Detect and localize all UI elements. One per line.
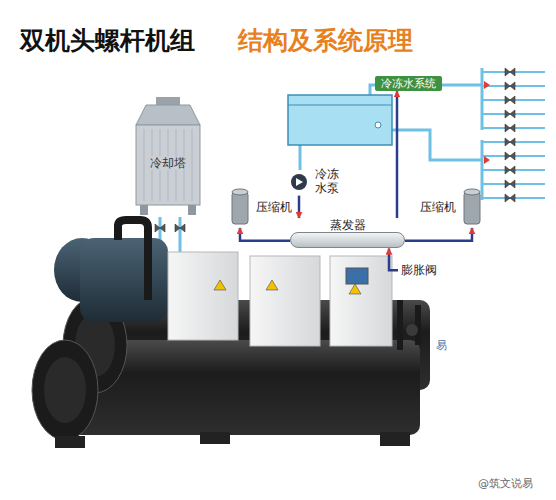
- node-label: 压缩机: [254, 200, 294, 214]
- pump-symbol: 冷冻 水泵: [290, 168, 341, 196]
- evaporator-box: 蒸发器: [290, 218, 405, 248]
- water-tank: [288, 95, 392, 145]
- watermark-fragment: 易: [436, 338, 447, 353]
- end-cap-inner: [44, 357, 86, 423]
- control-cabinets: [168, 252, 392, 346]
- support-leg: [200, 432, 230, 444]
- cylinder-top: [232, 189, 248, 195]
- fan-stack: [156, 97, 180, 105]
- subtitle: 结构及系统原理: [238, 24, 413, 57]
- touch-screen: [346, 268, 368, 284]
- screw-compressor: [80, 238, 168, 322]
- compressor-symbol: 压缩机: [230, 186, 294, 228]
- refrigerant-line: [389, 248, 398, 270]
- pump-triangle: [296, 178, 303, 186]
- cabinet: [250, 256, 320, 346]
- gauge: [375, 122, 381, 128]
- diagram-title: 双机头螺杆机组: [20, 24, 195, 57]
- evaporator-tube: [290, 232, 405, 248]
- flow-arrow: [484, 81, 490, 164]
- refrigerant-line: [405, 228, 472, 241]
- cooling-tower: 冷却塔: [132, 95, 204, 217]
- cabinet: [168, 252, 238, 340]
- cylinder-body: [464, 192, 480, 224]
- watermark: @筑文说易: [478, 476, 533, 491]
- warning-sign: [266, 280, 278, 290]
- support-leg: [380, 432, 410, 446]
- expansion-valve: 膨胀阀: [398, 262, 440, 278]
- node-label: 膨胀阀: [401, 263, 437, 277]
- pump-icon: [290, 173, 308, 191]
- tower-body: [136, 125, 200, 205]
- water-line: [288, 105, 392, 106]
- cylinder-body: [232, 192, 248, 224]
- compressor-icon: [230, 186, 250, 228]
- discharge-pipe: [118, 220, 148, 300]
- node-label: 冷冻 水泵: [313, 168, 341, 196]
- compressor-symbol: 压缩机: [418, 186, 482, 228]
- refrigerant-line: [240, 228, 290, 241]
- pipe: [392, 130, 482, 160]
- node-label: 蒸发器: [328, 218, 368, 232]
- system-tag: 冷冻水系统: [375, 76, 442, 91]
- compressor-icon: [462, 186, 482, 228]
- valve-symbols: [155, 68, 515, 232]
- node-label: 压缩机: [418, 200, 458, 214]
- tower-leg: [188, 205, 196, 215]
- chiller-body: [32, 220, 430, 448]
- refrigerant-pipe: [400, 300, 418, 350]
- node-label: 冷冻水系统: [381, 77, 436, 90]
- end-cap: [32, 340, 98, 440]
- louver: [192, 129, 193, 201]
- flange: [406, 324, 418, 336]
- refrigerant-line: [298, 196, 301, 218]
- pipe: [299, 145, 302, 170]
- warning-sign: [349, 284, 361, 294]
- louver: [144, 129, 145, 201]
- water-pipes: [160, 68, 545, 262]
- cabinet: [330, 256, 392, 346]
- tank-body: [288, 95, 392, 145]
- valve-symbol: [505, 138, 515, 202]
- pump-circle: [291, 174, 307, 190]
- tower-roof: [136, 105, 200, 125]
- warning-sign: [214, 280, 226, 290]
- refrigerant-line: [396, 91, 399, 218]
- valve-symbol: [155, 224, 185, 232]
- cylinder-top: [464, 189, 480, 195]
- support-leg: [55, 436, 85, 448]
- node-label: 冷却塔: [148, 156, 188, 170]
- valve-symbol: [505, 68, 515, 132]
- tower-leg: [140, 205, 148, 215]
